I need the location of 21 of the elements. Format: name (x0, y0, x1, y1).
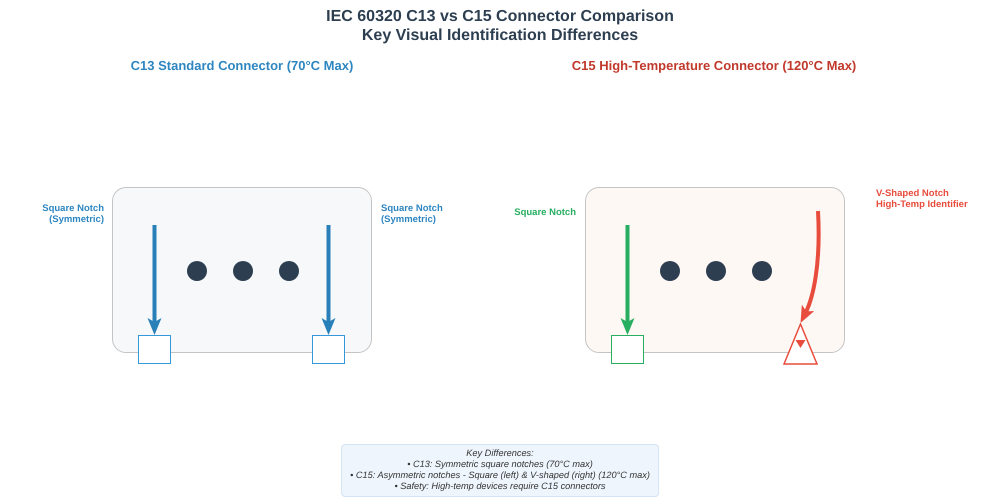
arrow (148, 225, 162, 335)
square-notch (312, 335, 345, 364)
note-item: • Safety: High-temp devices require C15 connectors (393, 481, 607, 492)
notch-label: Square Notch (513, 208, 576, 219)
notch-label: Square Notch (Symmetric) (41, 204, 104, 226)
connector-body (585, 187, 845, 353)
arrow (620, 225, 634, 335)
connector-body (112, 187, 372, 353)
diagram-title: IEC 60320 C13 vs C15 Connector Comparison Key Visual Identification Differences (325, 7, 675, 45)
square-notch (138, 335, 171, 364)
note-heading: Key Differences: (465, 448, 535, 459)
notch-label: Square Notch (Symmetric) (381, 204, 444, 226)
note-item: • C13: Symmetric square notches (70°C max) (406, 459, 594, 470)
v-notch (783, 323, 818, 365)
note-panel (341, 444, 659, 497)
square-notch (611, 335, 644, 364)
note-item: • C15: Asymmetric notches - Square (left) & V-shaped (right) (120°C max) (350, 470, 650, 481)
section-heading: C13 Standard Connector (70°C Max) (130, 59, 354, 74)
arrow (800, 210, 821, 324)
section-heading: C15 High-Temperature Connector (120°C Max) (570, 59, 858, 74)
notch-label: V-Shaped Notch High-Temp Identifier (876, 189, 969, 211)
